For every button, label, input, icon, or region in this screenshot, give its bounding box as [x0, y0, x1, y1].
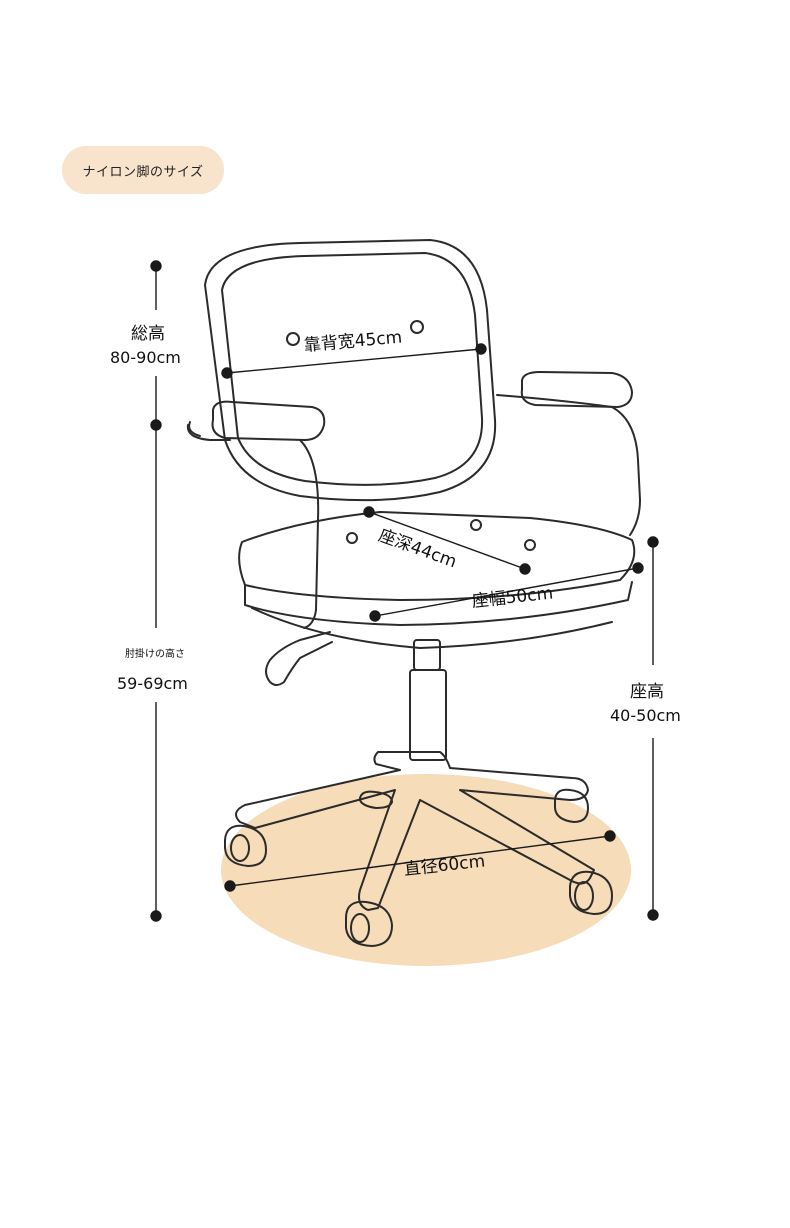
- right-arm-support: [496, 394, 641, 536]
- floor-shadow-ellipse: [221, 774, 631, 966]
- gas-cylinder-top: [413, 639, 441, 671]
- right-armrest-pad: [520, 371, 633, 408]
- seat-height-value: 40-50cm: [610, 706, 681, 725]
- armrest-height-title: 肘掛けの高さ: [125, 649, 185, 660]
- total-height-value: 80-90cm: [110, 348, 181, 367]
- dimension-dot: [224, 880, 236, 892]
- seat-cushion-bottom: [251, 607, 613, 649]
- dimension-dot: [475, 343, 487, 355]
- seat-depth-line: [368, 511, 526, 570]
- left-arm-support: [186, 424, 320, 629]
- height-lever: [265, 631, 333, 686]
- dimension-dot: [369, 610, 381, 622]
- dimension-dot: [150, 910, 162, 922]
- left-armrest-pad: [211, 400, 326, 441]
- seat-button-1: [346, 532, 358, 544]
- caster-left: [224, 824, 267, 867]
- caster-front: [345, 900, 393, 947]
- dimension-dot: [632, 562, 644, 574]
- seat-button-2: [470, 519, 482, 531]
- backrest-outline: [204, 239, 497, 502]
- dimension-dot: [519, 563, 531, 575]
- seat-cushion-top: [238, 511, 636, 601]
- dimension-dot: [150, 260, 162, 272]
- dimension-dot: [647, 909, 659, 921]
- dimension-dot: [221, 367, 233, 379]
- caster-back-right: [554, 788, 589, 823]
- seat-cushion-side: [244, 581, 633, 626]
- dimension-dot: [604, 830, 616, 842]
- total-height-title: 総高: [131, 324, 165, 344]
- seat-button-3: [524, 539, 536, 551]
- dimension-dot: [647, 536, 659, 548]
- backrest-width-line: [226, 348, 482, 374]
- size-badge: ナイロン脚のサイズ: [62, 146, 224, 194]
- armrest-height-value: 59-69cm: [117, 674, 188, 693]
- left-arm-frame: [188, 421, 201, 437]
- dimension-dot: [363, 506, 375, 518]
- diameter-line: [229, 835, 611, 887]
- seat-width-line: [374, 567, 639, 617]
- gas-cylinder: [409, 669, 447, 761]
- backrest-button-left: [286, 332, 300, 346]
- seat-height-title: 座高: [630, 682, 664, 702]
- backrest-inner-outline: [221, 252, 484, 486]
- star-base: [235, 751, 595, 911]
- caster-back-left: [359, 790, 393, 809]
- caster-right: [569, 870, 613, 915]
- backrest-button-right: [410, 320, 424, 334]
